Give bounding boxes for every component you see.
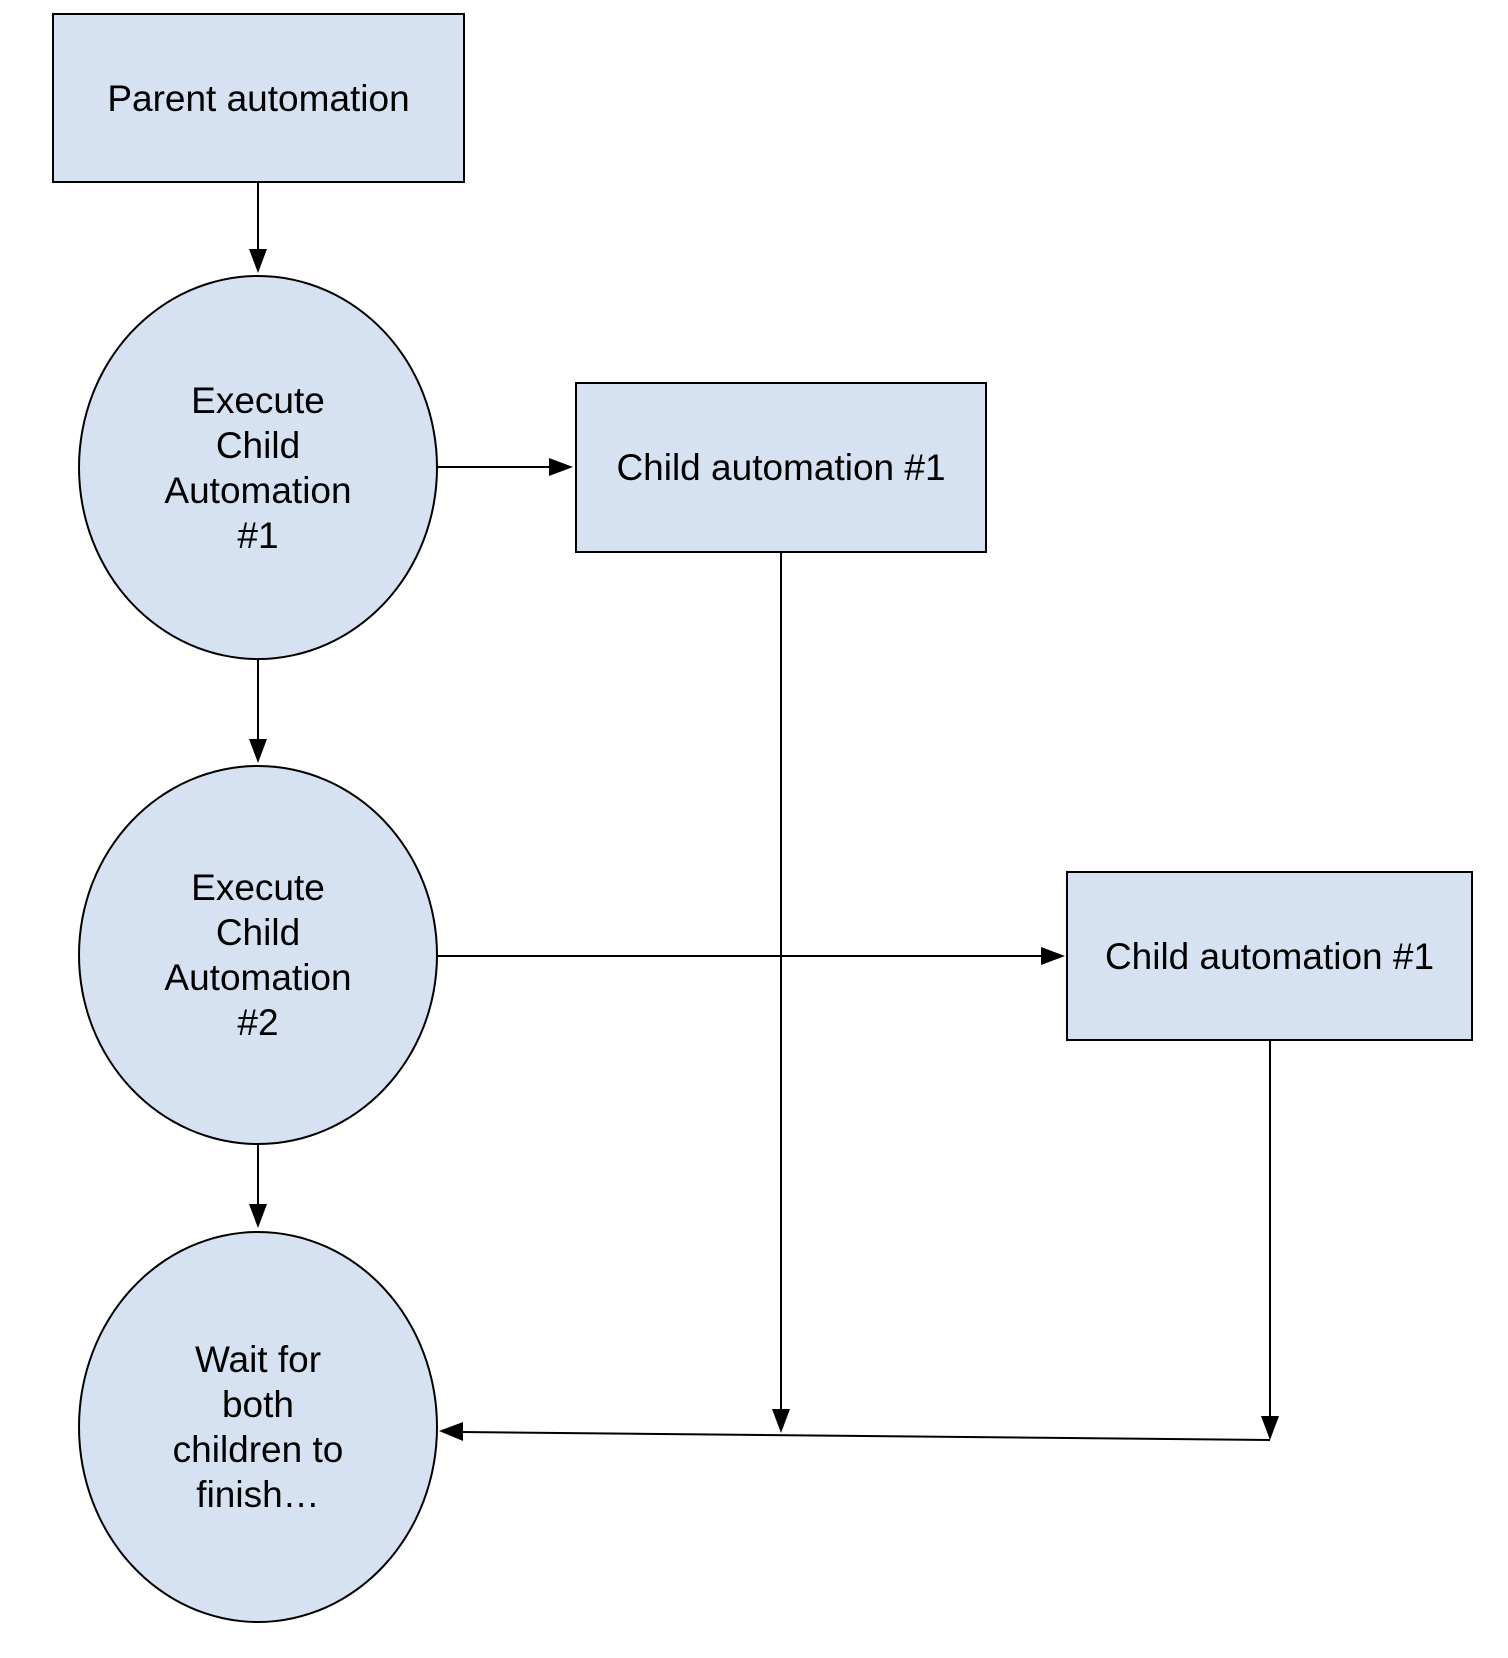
edge-parent-to-exec1 — [249, 183, 267, 273]
node-execute-child-automation-2-label-line1: Execute — [191, 867, 325, 908]
arrowhead-right-icon — [1041, 947, 1065, 965]
node-execute-child-automation-2-label-line4: #2 — [237, 1002, 279, 1043]
node-wait-for-children-label-line4: finish… — [196, 1474, 320, 1515]
node-wait-for-children-label-line3: children to — [172, 1429, 344, 1470]
node-wait-for-children: Wait for both children to finish… — [78, 1231, 438, 1623]
node-execute-child-automation-1: Execute Child Automation #1 — [78, 275, 438, 660]
node-child-automation-1-label: Child automation #1 — [616, 447, 946, 488]
arrowhead-down-icon — [1261, 1416, 1279, 1440]
edge-exec2-to-child2 — [437, 947, 1065, 965]
edge-collector-to-wait — [439, 1422, 1271, 1441]
edge-exec1-to-child1 — [438, 458, 573, 476]
node-parent-automation: Parent automation — [52, 13, 465, 183]
node-parent-automation-label: Parent automation — [107, 77, 410, 119]
arrowhead-left-icon — [439, 1422, 463, 1441]
node-execute-child-automation-1-label-line3: Automation — [164, 469, 352, 511]
node-execute-child-automation-2-label-line2: Child — [215, 912, 301, 953]
edge-exec2-to-wait — [249, 1145, 267, 1228]
edge-exec1-to-exec2 — [249, 660, 267, 763]
arrowhead-down-icon — [249, 1204, 267, 1228]
node-wait-for-children-label-line2: both — [221, 1384, 294, 1425]
node-execute-child-automation-2-label-line3: Automation — [164, 957, 352, 998]
edge-child2-down — [1261, 1041, 1279, 1440]
node-execute-child-automation-1-label-line2: Child — [215, 424, 301, 466]
node-wait-for-children-label-line1: Wait for — [194, 1339, 322, 1380]
node-execute-child-automation-1-label-line1: Execute — [191, 379, 325, 421]
arrowhead-down-icon — [249, 249, 267, 273]
node-child-automation-1: Child automation #1 — [575, 382, 987, 553]
edge-collector-to-wait-line — [461, 1431, 1271, 1441]
arrowhead-down-icon — [249, 739, 267, 763]
node-child-automation-2: Child automation #1 — [1066, 871, 1473, 1041]
edge-child1-down — [772, 553, 790, 1433]
arrowhead-down-icon — [772, 1409, 790, 1433]
arrowhead-right-icon — [549, 458, 573, 476]
node-child-automation-2-label: Child automation #1 — [1104, 935, 1435, 977]
node-execute-child-automation-1-label-line4: #1 — [237, 514, 279, 556]
node-execute-child-automation-2: Execute Child Automation #2 — [78, 765, 438, 1145]
